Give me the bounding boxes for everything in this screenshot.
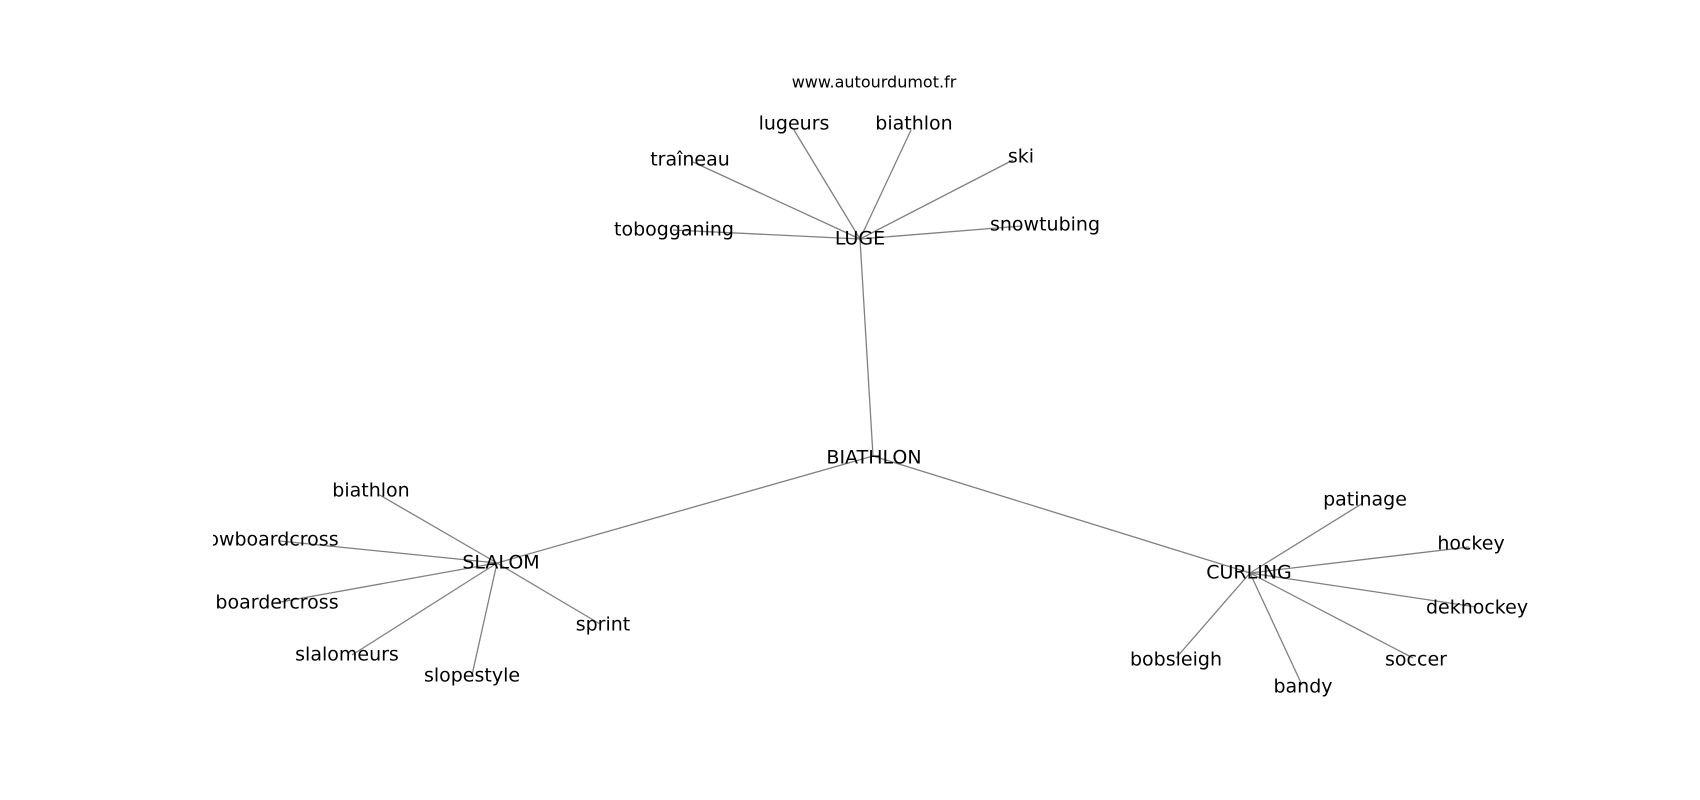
word-node-label: ski bbox=[1008, 146, 1034, 168]
word-node-label: bobsleigh bbox=[1130, 649, 1222, 671]
edge-center-slalom bbox=[496, 455, 874, 564]
hub-node-label-luge: LUGE bbox=[835, 228, 885, 250]
word-node-label: biathlon bbox=[332, 480, 409, 502]
edge-slalom-biathlon bbox=[377, 493, 498, 564]
center-node-label: BIATHLON bbox=[826, 447, 921, 469]
edge-slalom-snowboardcross bbox=[279, 540, 498, 564]
edge-center-curling bbox=[872, 455, 1251, 574]
word-node-label: dekhockey bbox=[1426, 597, 1528, 619]
edge-luge-ski bbox=[859, 159, 1014, 240]
edge-slalom-slalomeurs bbox=[351, 562, 498, 656]
hub-node-label-curling: CURLING bbox=[1206, 562, 1292, 584]
word-node-label: hockey bbox=[1437, 533, 1504, 555]
edge-curling-bandy bbox=[1249, 572, 1303, 686]
word-node-label: bandy bbox=[1273, 676, 1332, 698]
word-node-label: traîneau bbox=[650, 149, 730, 171]
word-node-label: slopestyle bbox=[424, 665, 520, 687]
source-watermark: www.autourdumot.fr bbox=[792, 73, 957, 92]
edge-luge-tobogganing bbox=[672, 229, 861, 240]
edge-curling-bobsleigh bbox=[1175, 572, 1251, 659]
word-node-label: lugeurs bbox=[759, 113, 830, 135]
hub-node-label-slalom: SLALOM bbox=[462, 552, 539, 574]
edge-curling-soccer bbox=[1249, 572, 1414, 659]
word-node-label: biathlon bbox=[875, 113, 952, 135]
edge-luge-snowtubing bbox=[859, 225, 1023, 240]
edge-curling-dekhockey bbox=[1249, 572, 1477, 608]
word-node-label: boardercross bbox=[215, 592, 338, 614]
edge-slalom-sprint bbox=[496, 562, 601, 625]
word-node-label: slalomeurs bbox=[295, 644, 399, 666]
edge-center-luge bbox=[859, 238, 874, 457]
edge-luge-traineau bbox=[692, 161, 861, 240]
word-node-label: snowboardcross bbox=[185, 529, 338, 551]
edge-curling-patinage bbox=[1249, 502, 1364, 574]
word-node-label: sprint bbox=[576, 614, 631, 636]
edge-slalom-slopestyle bbox=[471, 562, 498, 676]
word-node-label: tobogganing bbox=[614, 219, 734, 241]
edge-curling-hockey bbox=[1249, 546, 1470, 574]
word-node-label: snowtubing bbox=[990, 214, 1100, 236]
edge-slalom-boardercross bbox=[274, 562, 498, 604]
word-node-label: patinage bbox=[1323, 489, 1407, 511]
edge-luge-lugeurs bbox=[793, 129, 861, 240]
edge-luge-biathlon bbox=[859, 129, 912, 240]
word-node-label: soccer bbox=[1385, 649, 1447, 671]
